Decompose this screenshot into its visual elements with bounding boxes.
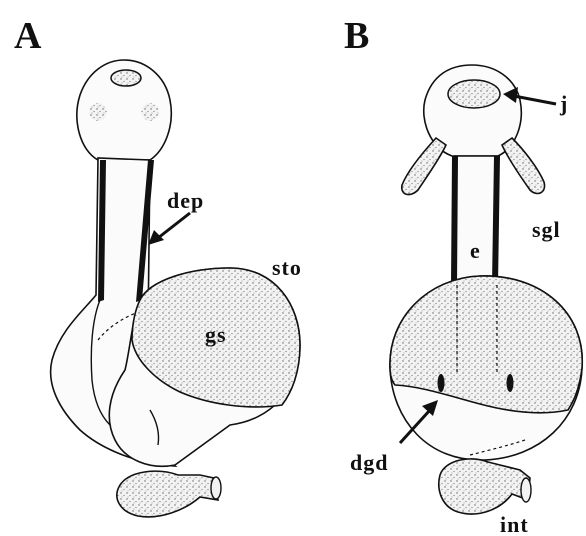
panel-b-salivary-gland-right	[502, 138, 545, 193]
label-sgl: sgl	[532, 217, 561, 242]
arrow-dep	[158, 213, 190, 238]
panel-b-intestine	[439, 459, 530, 514]
label-sto: sto	[272, 255, 302, 280]
label-j: j	[559, 91, 568, 116]
panel-b-salivary-gland-left	[402, 138, 446, 195]
panel-a-intestine	[117, 471, 218, 517]
arrowhead-dep	[148, 230, 164, 245]
panel-b-esophagus	[455, 156, 497, 285]
panel-a-gland-left	[89, 103, 107, 121]
panel-a-jaw	[111, 70, 141, 86]
panel-a-intestine-end	[211, 477, 221, 499]
panel-a-gland-right	[141, 103, 159, 121]
panel-b-letter: B	[344, 15, 369, 57]
panel-b: B j sgl e dgd int	[344, 15, 582, 536]
panel-b-jaw	[448, 80, 500, 108]
label-dgd: dgd	[350, 450, 388, 475]
panel-a-letter: A	[14, 15, 42, 57]
panel-b-intestine-end	[521, 478, 531, 502]
panel-b-duct-opening-left	[438, 374, 445, 392]
label-dep: dep	[167, 188, 204, 213]
panel-b-esophagus-wall-left	[451, 156, 458, 285]
panel-a: A dep sto gs	[14, 15, 302, 517]
label-int: int	[500, 512, 529, 536]
label-gs: gs	[205, 322, 227, 347]
panel-b-duct-opening-right	[507, 374, 514, 392]
label-e: e	[470, 238, 481, 263]
